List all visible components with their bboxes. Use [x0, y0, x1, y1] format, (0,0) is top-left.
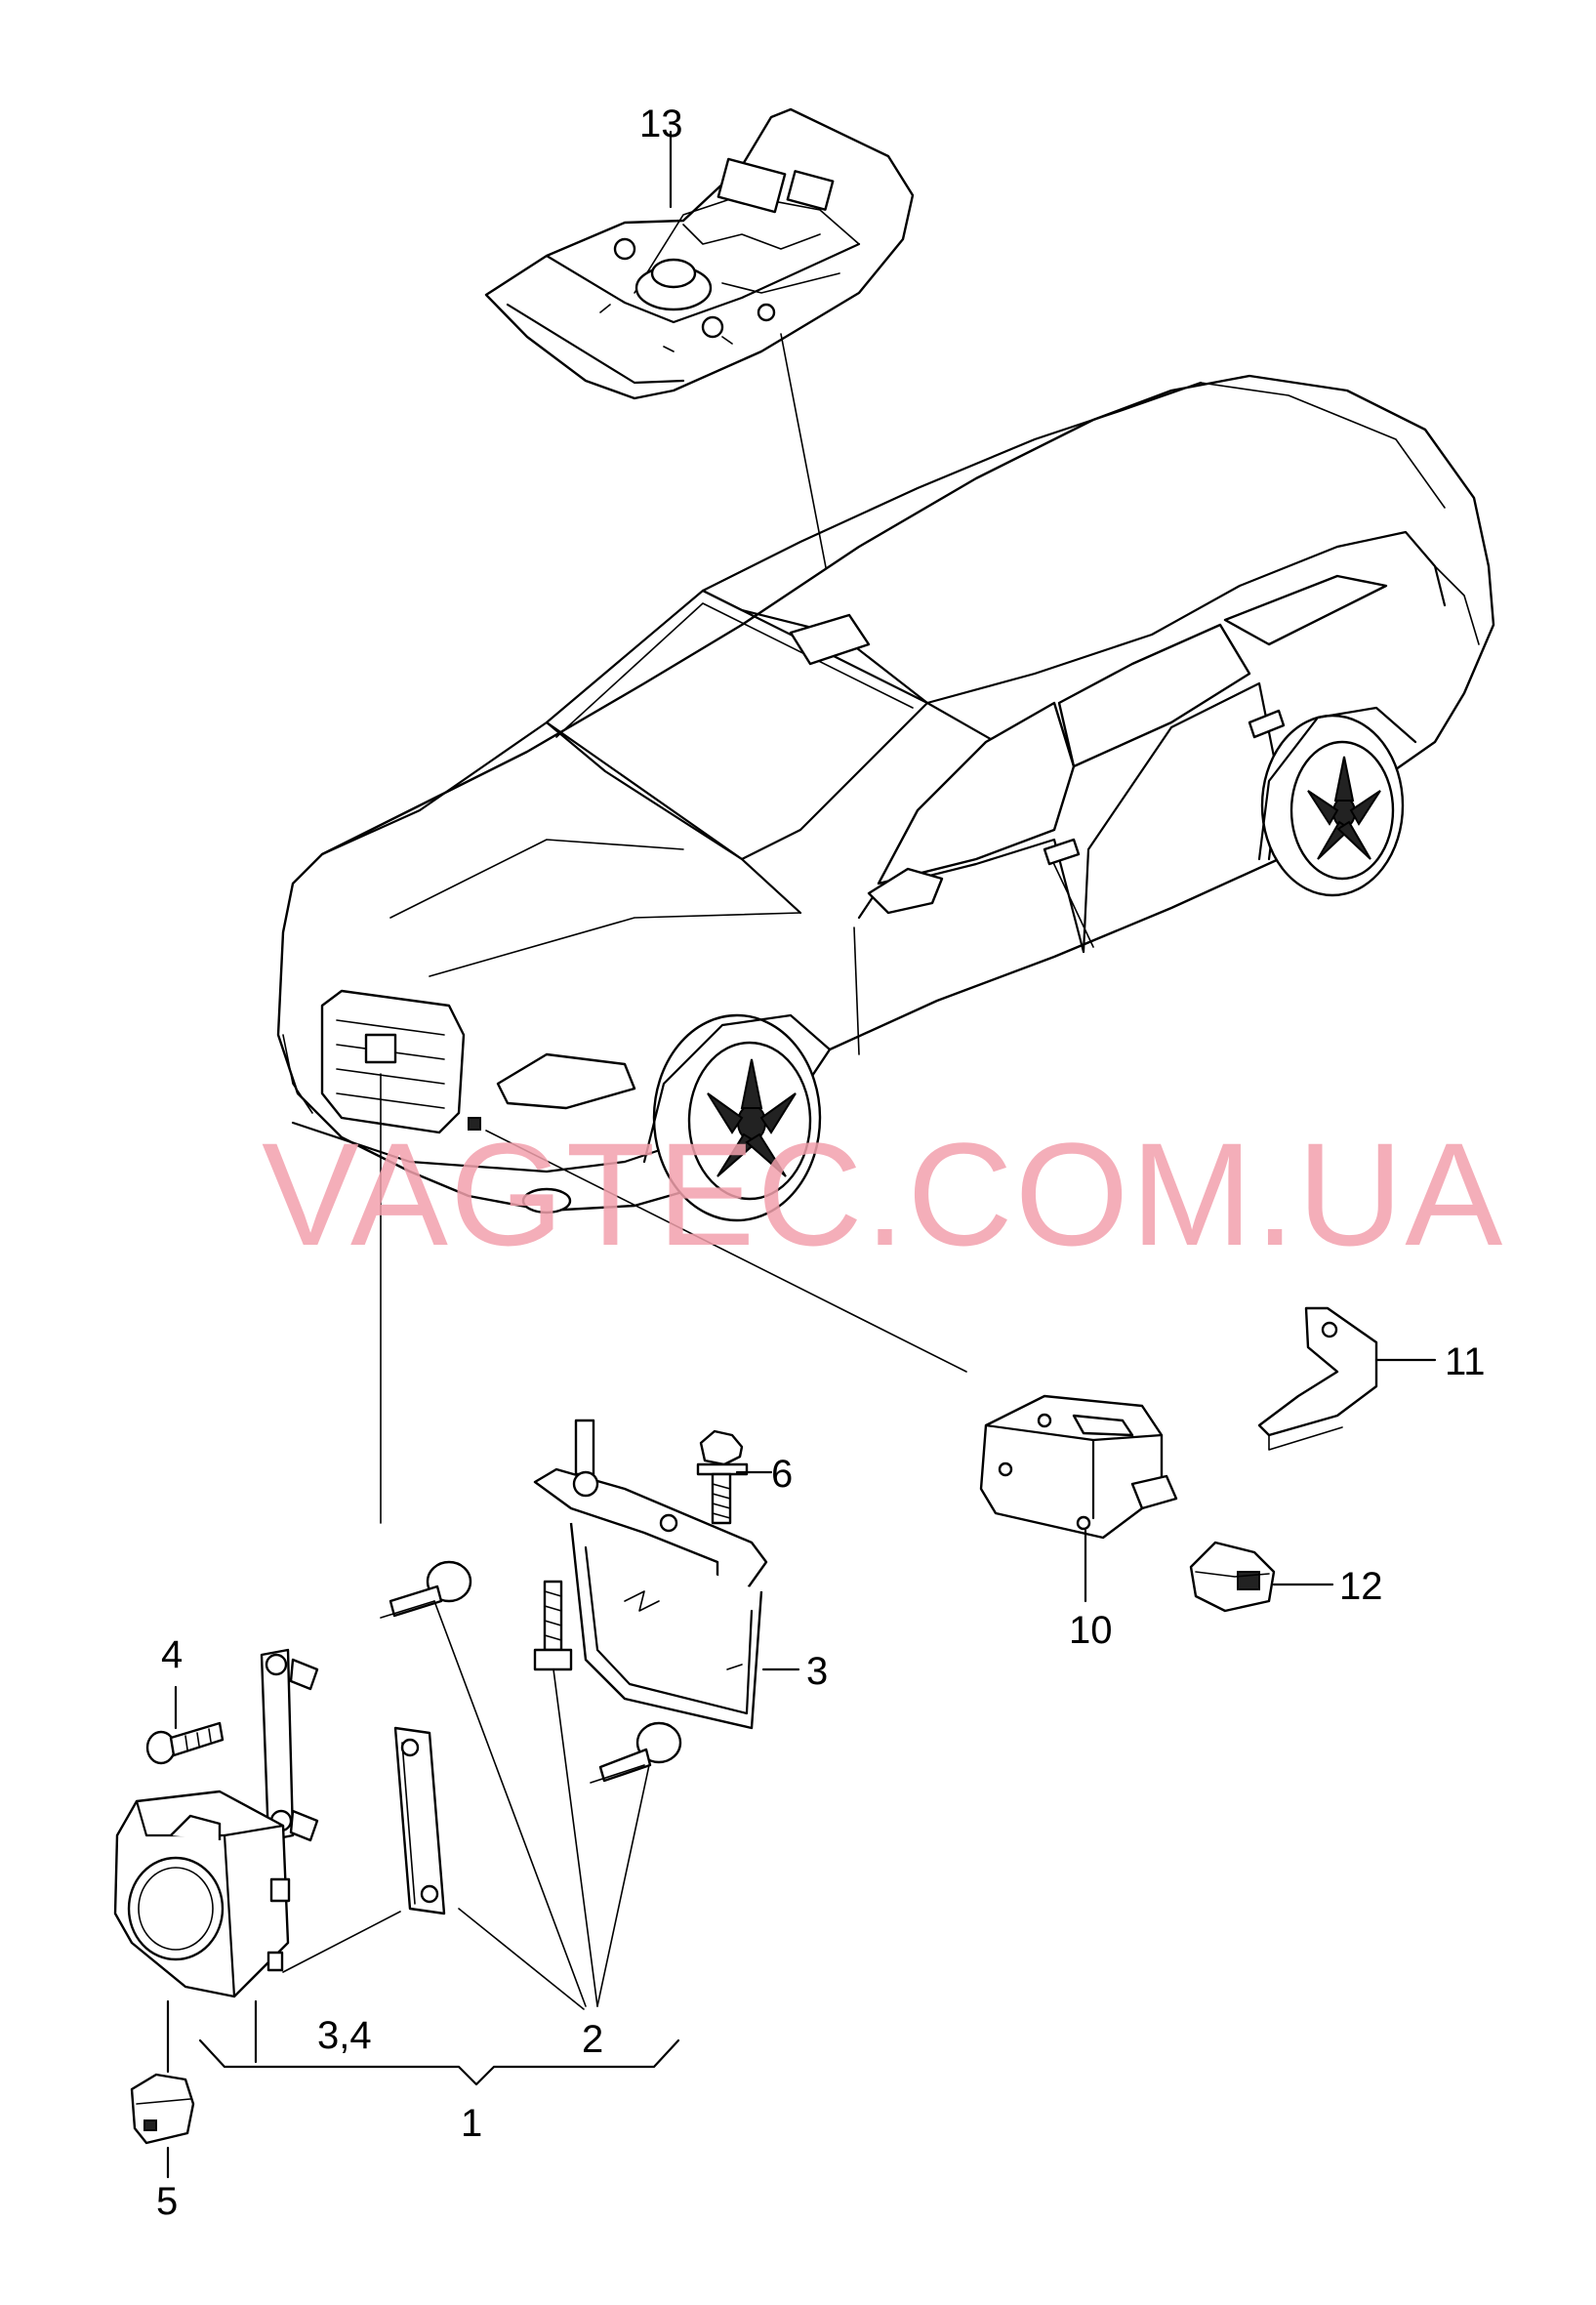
- group-1-brace: [198, 1999, 680, 2086]
- watermark: VAGTEC.COM.UA: [262, 1112, 1504, 1276]
- sensor-holder-plate-right: [393, 1726, 446, 1915]
- part-3-mounting-bracket: [533, 1419, 768, 1730]
- callout-3-4: 3,4: [317, 2014, 372, 2057]
- callout-5: 5: [156, 2180, 178, 2223]
- callout-4: 4: [161, 1633, 183, 1676]
- leaders-2: [433, 1600, 650, 2010]
- leader-car-to-10: [485, 1130, 967, 1373]
- callout-11: 11: [1445, 1340, 1486, 1383]
- callout-3: 3: [806, 1650, 828, 1693]
- part-11-bracket: [1257, 1306, 1378, 1451]
- part-5-connector: [130, 2073, 195, 2145]
- part-13-overhead-module: [484, 107, 915, 400]
- car-illustration: [276, 374, 1495, 1222]
- part-2-clip-lower: [590, 1721, 682, 1784]
- part-2-clip-upper: [380, 1560, 472, 1619]
- sensor-connection-line: [282, 1911, 401, 1973]
- part-4-bolt: [145, 1721, 225, 1765]
- part-2-screw-long: [533, 1580, 573, 1671]
- callout-6: 6: [771, 1453, 793, 1496]
- callout-12: 12: [1339, 1565, 1383, 1608]
- callout-1: 1: [461, 2102, 482, 2145]
- callout-2: 2: [582, 2018, 603, 2061]
- radar-sensor: [113, 1790, 291, 1998]
- sensor-holder-plate-left: [260, 1648, 319, 1842]
- callout-13: 13: [639, 103, 683, 145]
- leader-13-to-car: [780, 333, 836, 614]
- callout-10: 10: [1069, 1609, 1113, 1652]
- part-12-connector: [1189, 1541, 1276, 1613]
- part-10-control-unit: [979, 1394, 1178, 1540]
- part-6-bolt: [696, 1429, 749, 1525]
